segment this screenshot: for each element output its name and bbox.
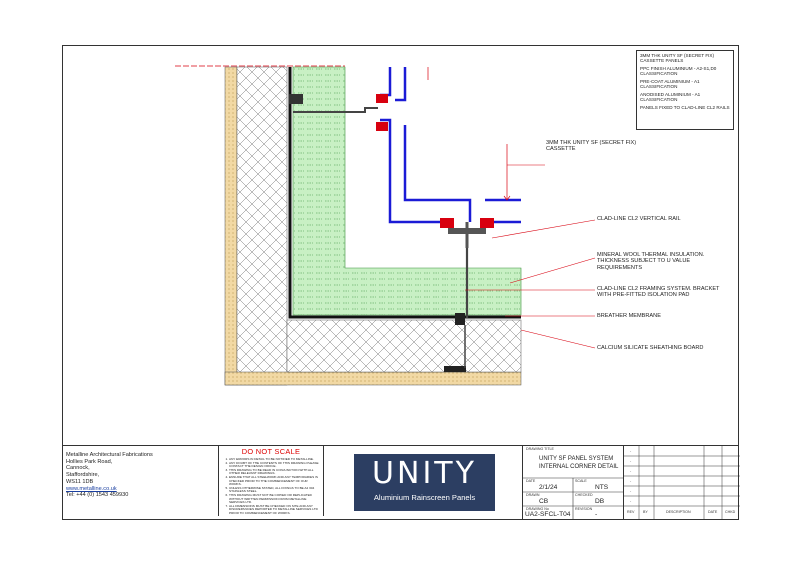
description-header: DESCRIPTION xyxy=(666,510,691,514)
drawn-value: CB xyxy=(539,498,549,505)
breather-membrane xyxy=(288,67,521,319)
drawing-no-label: DRAWING No xyxy=(526,507,549,511)
scale-label: SCALE xyxy=(575,479,587,483)
drawing-sheet xyxy=(62,45,739,520)
dns-note: THIS DRAWING TO BE READ IN CONJUNCTION W… xyxy=(229,468,321,476)
rail-cap xyxy=(448,228,486,234)
note-item: 3MM THK UNITY SF (SECRET FIX) CASSETTE P… xyxy=(640,53,715,64)
cassette-panel-return xyxy=(380,118,521,224)
sheathing-board-vertical xyxy=(224,66,238,386)
rev-row: - xyxy=(630,449,632,453)
do-not-scale-panel: DO NOT SCALE ANY ERRORS IN DETAIL TO BE … xyxy=(218,446,324,516)
dns-note: ENSURE THAT ALL STEELWORK AND ANY TEMPOR… xyxy=(229,475,321,487)
sheathing-board-horizontal xyxy=(224,371,522,386)
company-name: Metalline Architectural Fabrications xyxy=(66,452,153,458)
chkd-header: CHKD xyxy=(725,510,736,514)
drawing-title-1: UNITY SF PANEL SYSTEM xyxy=(539,456,614,462)
label-board: CALCIUM SILICATE SHEATHING BOARD xyxy=(597,345,704,351)
dns-note: UNLESS OTHERWISE STATED, ALL FIXINGS TO … xyxy=(229,486,321,494)
dns-note: THIS DRAWING MUST NOT BE COPIED OR REPLI… xyxy=(229,493,321,505)
telephone: Tel: +44 (0) 1543 459930 xyxy=(66,492,129,499)
notes-box: 3MM THK UNITY SF (SECRET FIX) CASSETTE P… xyxy=(636,50,734,130)
rev-row: - xyxy=(630,499,632,503)
rev-row: - xyxy=(630,459,632,463)
note-item: PRE-COAT ALUMINIUM - A1 CLASSIFICATION xyxy=(640,78,700,90)
date-header: DATE xyxy=(708,510,718,514)
label-bracket: CLAD-LINE CL2 FRAMING SYSTEM. BRACKET WI… xyxy=(597,286,720,299)
logo-subtitle: Aluminium Rainscreen Panels xyxy=(373,493,476,502)
drawing-title-2: INTERNAL CORNER DETAIL xyxy=(539,464,619,470)
address-line: WS11 1DB xyxy=(66,478,94,485)
by-header: BY xyxy=(643,510,648,514)
revision-value: - xyxy=(595,511,598,518)
drawing-info-grid: DRAWING TITLE UNITY SF PANEL SYSTEM INTE… xyxy=(522,446,624,520)
company-address: Metalline Architectural Fabrications Hol… xyxy=(66,452,153,499)
rail-clip-2 xyxy=(480,218,494,228)
address-line: Hollies Park Road, xyxy=(66,458,113,465)
rev-row: - xyxy=(630,469,632,473)
drawing-no-value: UA2-SFCL-T04 xyxy=(525,511,571,518)
revision-table: - - - - - - REV BY DESCRIPTION DATE CHKD xyxy=(623,446,740,520)
label-membrane: BREATHER MEMBRANE xyxy=(597,313,661,319)
isolation-pad xyxy=(444,366,466,372)
mineral-wool-insulation xyxy=(292,66,522,316)
date-value: 2/1/24 xyxy=(539,484,558,491)
framing-bracket-top xyxy=(293,107,378,113)
date-label: DATE xyxy=(526,479,536,483)
rev-row: - xyxy=(630,479,632,483)
scale-value: NTS xyxy=(595,484,609,491)
title-block xyxy=(62,445,739,520)
address-line: Staffordshire, xyxy=(66,472,100,479)
rail-clip-1 xyxy=(440,218,454,228)
do-not-scale-title: DO NOT SCALE xyxy=(241,447,301,456)
checked-value: DB xyxy=(595,498,605,505)
rev-row: - xyxy=(630,489,632,493)
dns-note: ALL DIMENSIONS MUST BE CHECKED ON SITE A… xyxy=(229,504,321,516)
note-item: ANODISED ALUMINIUM - A1 CLASSIFICATION xyxy=(640,91,701,102)
drawn-label: DRAWN xyxy=(526,493,540,497)
dns-note: ANY ERRORS IN DETAIL TO BE NOTIFIED TO M… xyxy=(229,457,321,462)
top-fixing xyxy=(289,94,303,104)
dns-note: ANY DOUBT OF THE CONTENTS OF THIS DRAWIN… xyxy=(229,461,321,469)
checked-label: CHECKED xyxy=(575,493,593,497)
logo-title: UNITY xyxy=(372,456,477,491)
rail-clip-4 xyxy=(376,122,388,131)
rev-header: REV xyxy=(627,510,635,514)
address-line: Cannock, xyxy=(66,465,90,472)
unity-logo: UNITY Aluminium Rainscreen Panels xyxy=(354,454,495,511)
note-item: PPC FINISH ALUMINIUM - A2-S1,D0 CLASSIFI… xyxy=(640,65,717,77)
label-insulation: MINERAL WOOL THERMAL INSULATION. THICKNE… xyxy=(597,252,705,271)
label-cassette: 3MM THK UNITY SF (SECRET FIX) CASSETTE xyxy=(546,140,637,153)
rail-clip-3 xyxy=(376,94,388,103)
bracket-fixing xyxy=(455,313,465,325)
revision-grid xyxy=(624,446,740,520)
drawing-title-label: DRAWING TITLE xyxy=(526,447,554,451)
wall-cavity-vertical xyxy=(236,66,288,386)
website-link[interactable]: www.metalline.co.uk xyxy=(66,485,117,492)
note-item: PANELS FIXED TO CLAD-LINE CL2 RAILS xyxy=(640,104,730,110)
grid-lines xyxy=(523,477,624,520)
revision-label: REVISION xyxy=(575,507,593,511)
label-rail: CLAD-LINE CL2 VERTICAL RAIL xyxy=(597,216,681,222)
leader-lines xyxy=(465,219,596,349)
wall-cavity-horizontal xyxy=(286,319,522,373)
